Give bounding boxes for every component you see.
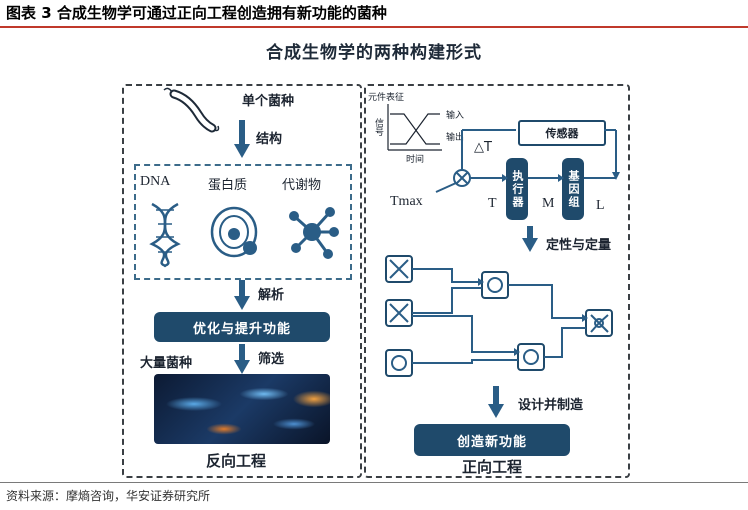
t-label: T bbox=[488, 196, 497, 211]
bacteria-image bbox=[154, 374, 330, 444]
graph-output-label: 输出 bbox=[446, 133, 465, 143]
actuator-label: 执行器 bbox=[511, 169, 524, 209]
gene-group-box: 基因组 bbox=[562, 158, 584, 220]
diagram-title: 合成生物学的两种构建形式 bbox=[266, 43, 482, 63]
component-metabolite: 代谢物 bbox=[282, 178, 322, 193]
screen-label: 筛选 bbox=[258, 352, 285, 367]
arrow-down-icon bbox=[234, 280, 250, 310]
figure-title: 图表 3 合成生物学可通过正向工程创造拥有新功能的菌种 bbox=[6, 4, 387, 22]
tmax-label: Tmax bbox=[390, 194, 423, 209]
source-note: 资料来源：摩熵咨询，华安证券研究所 bbox=[6, 489, 211, 503]
l-label: L bbox=[596, 198, 605, 213]
delta-t-label: △T bbox=[474, 140, 492, 155]
arrow-down-icon bbox=[488, 386, 504, 418]
footer-rule bbox=[0, 482, 748, 483]
graph-input-label: 输入 bbox=[446, 111, 465, 121]
quali-quant-label: 定性与定量 bbox=[546, 238, 612, 253]
actuator-box: 执行器 bbox=[506, 158, 528, 220]
components-box: DNA 蛋白质 代谢物 bbox=[134, 164, 352, 280]
forward-engineering-box: 元件表征 信号 输入 输出 时间 △T 传感器 执行器 基因组 Tmax T M… bbox=[364, 84, 630, 478]
graph-y-label: 元件表征 bbox=[368, 93, 405, 103]
gene-circuit-network bbox=[385, 255, 613, 377]
create-new-function-box: 创造新功能 bbox=[414, 424, 570, 456]
component-protein: 蛋白质 bbox=[208, 178, 248, 193]
gene-group-label: 基因组 bbox=[567, 169, 580, 209]
single-strain-label: 单个菌种 bbox=[242, 94, 295, 109]
structure-label: 结构 bbox=[256, 132, 283, 147]
dna-helix-icon bbox=[149, 202, 181, 268]
bacterium-icon bbox=[163, 87, 220, 133]
graph-x-label: 时间 bbox=[406, 155, 425, 165]
optimize-function-box: 优化与提升功能 bbox=[154, 312, 330, 342]
sensor-box: 传感器 bbox=[518, 120, 606, 146]
graph-y-sub: 信号 bbox=[373, 118, 383, 136]
arrow-down-icon bbox=[234, 120, 250, 158]
reverse-engineering-label: 反向工程 bbox=[206, 452, 267, 470]
metabolite-network-icon bbox=[289, 207, 339, 259]
signal-graph bbox=[387, 104, 442, 151]
diagram-panel: 合成生物学的两种构建形式 单个菌种 结构 DNA 蛋白质 代谢物 bbox=[110, 34, 638, 478]
protein-cell-icon bbox=[210, 206, 258, 258]
m-label: M bbox=[542, 196, 555, 211]
parse-label: 解析 bbox=[258, 288, 285, 303]
forward-engineering-label: 正向工程 bbox=[462, 458, 523, 476]
title-rule bbox=[0, 26, 748, 28]
reverse-engineering-box: 单个菌种 结构 DNA 蛋白质 代谢物 bbox=[122, 84, 362, 478]
component-dna: DNA bbox=[140, 174, 171, 189]
control-loop-lines bbox=[435, 129, 620, 193]
many-strains-label: 大量菌种 bbox=[140, 356, 193, 371]
arrow-down-icon bbox=[522, 226, 538, 252]
design-build-label: 设计并制造 bbox=[518, 398, 584, 413]
arrow-down-icon bbox=[234, 344, 250, 374]
